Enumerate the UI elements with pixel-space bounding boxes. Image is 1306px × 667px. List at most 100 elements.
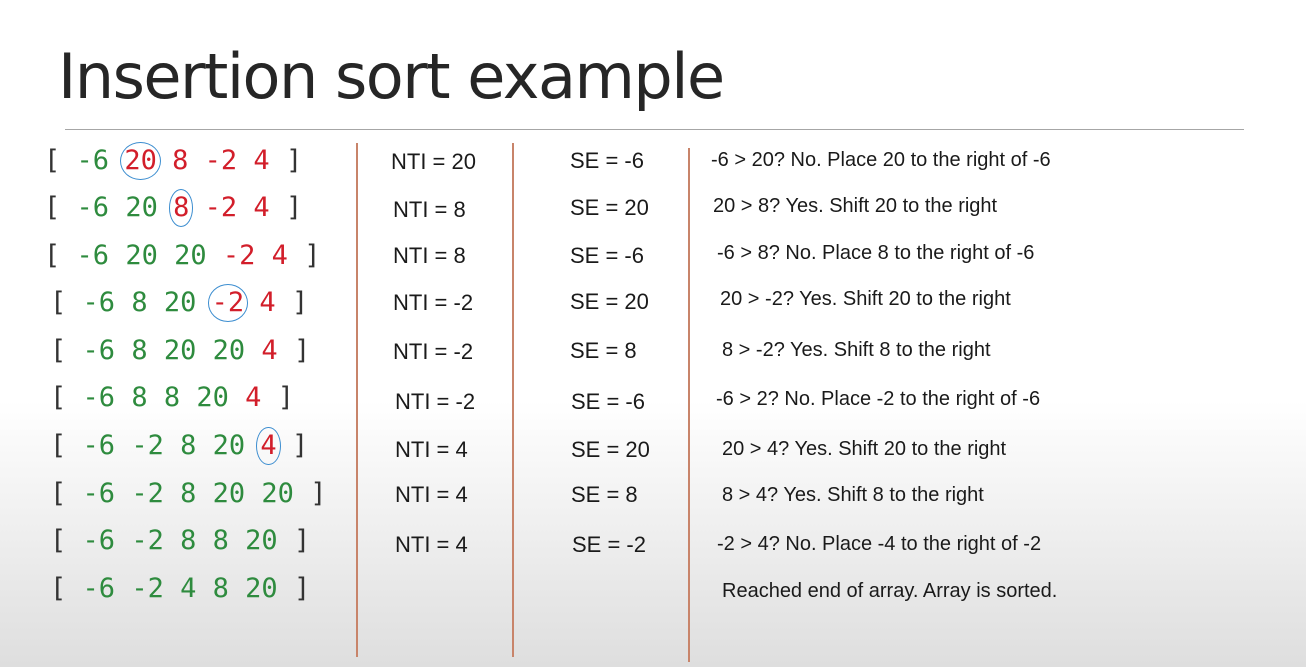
step-explanation: -2 > 4? No. Place -4 to the right of -2	[717, 533, 1042, 555]
sorted-element: -6	[76, 192, 110, 223]
current-element-circled: 8	[169, 189, 194, 227]
sorted-element: 8	[163, 382, 181, 413]
close-bracket: ]	[291, 430, 309, 461]
open-bracket: [	[50, 573, 67, 604]
sorted-element: 20	[125, 192, 158, 223]
se-value: SE = 20	[571, 437, 650, 462]
array-state: [ -6 20 20 -2 4 ]	[44, 236, 320, 276]
se-value: SE = 20	[570, 289, 649, 314]
sorted-element: -6	[76, 145, 110, 176]
sorted-element: 20	[245, 525, 278, 556]
array-state: [ -6 8 20 20 4 ]	[50, 331, 310, 371]
sorted-element: -6	[82, 335, 116, 366]
sorted-element: 8	[180, 478, 197, 509]
nti-value: NTI = 4	[395, 532, 468, 557]
nti-value: NTI = 20	[391, 149, 476, 174]
sorted-element: -6	[82, 430, 116, 461]
step-explanation: 20 > -2? Yes. Shift 20 to the right	[720, 288, 1011, 310]
sorted-element: 8	[212, 525, 229, 556]
unsorted-element: 4	[253, 145, 270, 176]
sorted-element: -2	[131, 478, 164, 509]
close-bracket: ]	[277, 382, 294, 413]
open-bracket: [	[50, 382, 67, 413]
divider-nti-se	[512, 143, 514, 657]
step-explanation: -6 > 20? No. Place 20 to the right of -6	[711, 149, 1051, 171]
nti-value: NTI = 8	[393, 197, 466, 222]
open-bracket: [	[50, 335, 67, 366]
title-underline	[65, 129, 1244, 130]
unsorted-element: 4	[253, 192, 270, 223]
array-state: [ -6 20 8 -2 4 ]	[44, 188, 302, 228]
se-value: SE = 8	[570, 338, 637, 363]
step-explanation: 8 > -2? Yes. Shift 8 to the right	[722, 339, 991, 361]
se-value: SE = 8	[571, 482, 638, 507]
sorted-element: 20	[196, 382, 229, 413]
sorted-element: -2	[131, 430, 164, 461]
close-bracket: ]	[310, 478, 327, 509]
nti-value: NTI = 8	[393, 243, 466, 268]
sorted-element: 8	[131, 335, 148, 366]
close-bracket: ]	[285, 145, 303, 176]
divider-array-nti	[356, 143, 358, 657]
array-state: [ -6 -2 8 20 20 ]	[50, 474, 326, 514]
nti-value: NTI = 4	[395, 482, 468, 507]
nti-value: NTI = -2	[393, 290, 474, 315]
open-bracket: [	[44, 192, 61, 223]
sorted-element: -6	[82, 573, 116, 604]
sorted-element: -6	[82, 382, 116, 413]
sorted-element: 8	[180, 525, 197, 556]
step-explanation: 20 > 8? Yes. Shift 20 to the right	[713, 195, 998, 217]
close-bracket: ]	[293, 573, 311, 604]
sorted-element: -6	[76, 240, 110, 271]
sorted-element: 20	[261, 478, 294, 509]
array-state: [ -6 8 8 20 4 ]	[50, 378, 294, 418]
se-value: SE = -6	[571, 389, 645, 414]
step-explanation: Reached end of array. Array is sorted.	[722, 580, 1058, 602]
current-element-circled: 20	[120, 142, 161, 180]
unsorted-element: 4	[261, 335, 278, 366]
close-bracket: ]	[304, 240, 321, 271]
sorted-element: -6	[82, 525, 116, 556]
slide-title: Insertion sort example	[58, 40, 725, 113]
step-explanation: -6 > 2? No. Place -2 to the right of -6	[716, 388, 1041, 410]
sorted-element: -2	[131, 573, 164, 604]
open-bracket: [	[44, 145, 61, 176]
open-bracket: [	[50, 287, 67, 318]
nti-value: NTI = 4	[395, 437, 468, 462]
unsorted-element: -2	[204, 145, 238, 176]
se-value: SE = -6	[570, 148, 644, 173]
sorted-element: -2	[131, 525, 164, 556]
unsorted-element: 8	[172, 145, 189, 176]
close-bracket: ]	[293, 525, 311, 556]
sorted-element: 20	[163, 287, 197, 318]
sorted-element: 8	[212, 573, 229, 604]
sorted-element: 20	[212, 335, 246, 366]
unsorted-element: 4	[271, 240, 288, 271]
sorted-element: 20	[125, 240, 158, 271]
array-state: [ -6 -2 8 8 20 ]	[50, 521, 310, 561]
sorted-element: -6	[82, 478, 116, 509]
sorted-element: 4	[180, 573, 197, 604]
close-bracket: ]	[293, 335, 311, 366]
current-element-circled: -2	[207, 284, 249, 322]
sorted-element: 20	[245, 573, 278, 604]
close-bracket: ]	[285, 192, 303, 223]
divider-se-explanation	[688, 148, 690, 662]
array-state: [ -6 8 20 -2 4 ]	[50, 283, 308, 323]
open-bracket: [	[50, 478, 67, 509]
sorted-element: 20	[212, 430, 246, 461]
sorted-element: 20	[212, 478, 246, 509]
array-state: [ -6 20 8 -2 4 ]	[44, 141, 302, 181]
sorted-element: 8	[131, 287, 148, 318]
open-bracket: [	[50, 430, 67, 461]
se-value: SE = -2	[572, 532, 646, 557]
unsorted-element: -2	[204, 192, 238, 223]
unsorted-element: -2	[222, 240, 256, 271]
step-explanation: 8 > 4? Yes. Shift 8 to the right	[722, 484, 984, 506]
step-explanation: -6 > 8? No. Place 8 to the right of -6	[717, 242, 1035, 264]
sorted-element: 20	[174, 240, 207, 271]
unsorted-element: 4	[259, 287, 276, 318]
nti-value: NTI = -2	[393, 339, 474, 364]
open-bracket: [	[50, 525, 67, 556]
